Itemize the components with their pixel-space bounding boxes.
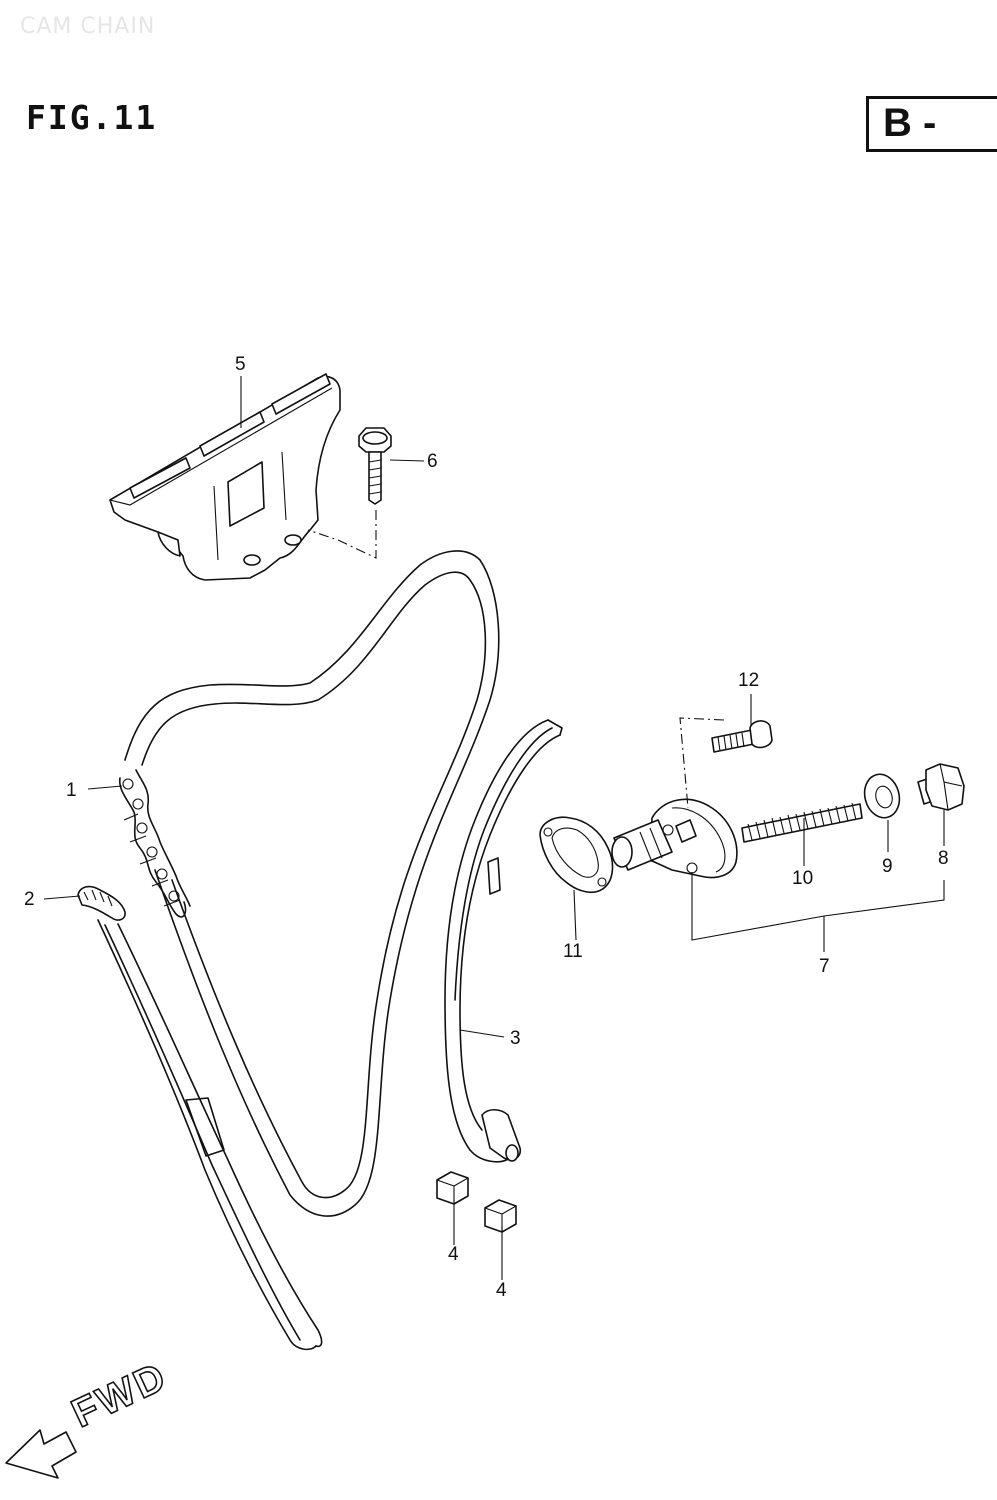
cam-chain <box>118 550 500 1217</box>
forward-direction-marker: FWD <box>5 1353 175 1479</box>
tensioner-spring <box>741 802 863 843</box>
tensioner-cap-bolt <box>917 763 965 811</box>
callout-11: 11 <box>563 941 583 962</box>
fwd-label: FWD <box>65 1354 174 1436</box>
chain-guide-front <box>77 885 323 1351</box>
section-code-box: B - <box>866 96 997 152</box>
callout-2: 2 <box>24 889 35 910</box>
leader-lines <box>43 376 945 1280</box>
arrow-down-left-icon <box>5 1429 77 1479</box>
tensioner-gasket <box>539 816 614 894</box>
callout-4b: 4 <box>496 1280 507 1301</box>
callout-labels: 1 2 3 4 4 5 6 7 8 9 10 11 12 <box>24 354 949 1301</box>
callout-8: 8 <box>938 848 949 869</box>
callout-6: 6 <box>427 451 438 472</box>
callout-1: 1 <box>66 780 77 801</box>
callout-5: 5 <box>235 354 246 375</box>
chain-guide-tensioner <box>444 719 563 1163</box>
guide-cushion-1 <box>436 1171 469 1205</box>
tensioner-mount-bolt <box>679 717 773 809</box>
tensioner-body <box>611 798 738 879</box>
tensioner-washer <box>863 773 901 819</box>
figure-label: FIG.11 <box>26 98 158 137</box>
callout-12: 12 <box>738 670 759 691</box>
chain-guide-upper <box>109 373 341 581</box>
callout-7: 7 <box>819 956 830 977</box>
watermark-text: CAM CHAIN <box>20 14 156 39</box>
callout-9: 9 <box>882 856 893 877</box>
callout-3: 3 <box>510 1028 521 1049</box>
bolt-upper-guide <box>307 427 392 559</box>
guide-cushion-2 <box>484 1199 517 1233</box>
callout-10: 10 <box>792 868 813 889</box>
callout-4a: 4 <box>448 1244 459 1265</box>
section-code: B - <box>883 101 937 145</box>
